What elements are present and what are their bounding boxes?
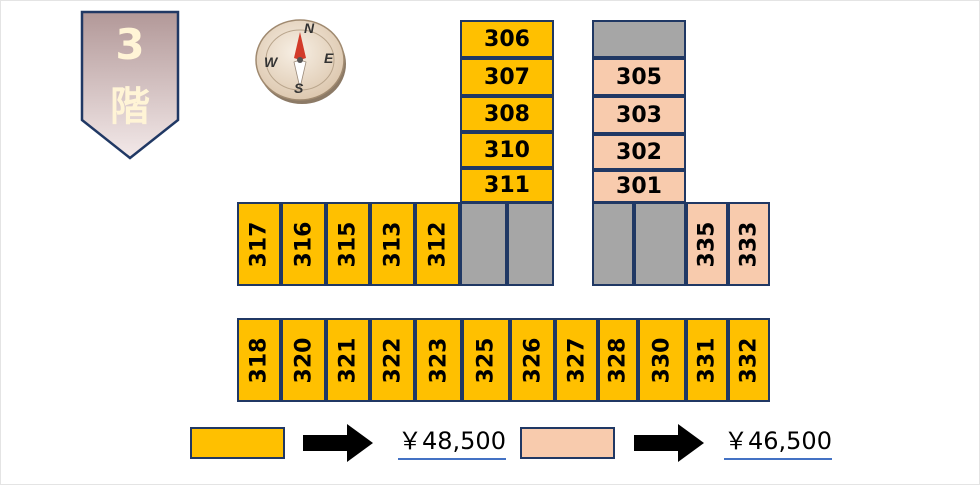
room-320[interactable]: 320 — [281, 318, 326, 402]
floor-unit: 階 — [110, 84, 150, 130]
room-333[interactable]: 333 — [728, 202, 770, 286]
room-316[interactable]: 316 — [281, 202, 326, 286]
room-321[interactable]: 321 — [326, 318, 370, 402]
room-306[interactable]: 306 — [460, 20, 554, 58]
room-302[interactable]: 302 — [592, 134, 686, 170]
room-323[interactable]: 323 — [415, 318, 462, 402]
room-315[interactable]: 315 — [326, 202, 370, 286]
legend-price-standard: ￥48,500 — [398, 426, 506, 460]
room-326[interactable]: 326 — [510, 318, 555, 402]
floor-badge: 3 階 — [80, 10, 180, 160]
room-330[interactable]: 330 — [638, 318, 686, 402]
compass-west-label: W — [264, 54, 278, 70]
room-335[interactable]: 335 — [686, 202, 728, 286]
room-310[interactable]: 310 — [460, 132, 554, 168]
room-313[interactable]: 313 — [370, 202, 415, 286]
floor-badge-shape — [80, 10, 180, 160]
room-328[interactable]: 328 — [598, 318, 638, 402]
compass-south-label: S — [294, 80, 304, 96]
room-305[interactable]: 305 — [592, 58, 686, 96]
legend-price-discount: ￥46,500 — [724, 426, 832, 460]
room-311[interactable]: 311 — [460, 168, 554, 203]
room-308[interactable]: 308 — [460, 96, 554, 132]
compass-icon: N S E W — [254, 14, 348, 106]
floor-number: 3 — [115, 20, 145, 69]
room-307[interactable]: 307 — [460, 58, 554, 96]
room-331[interactable]: 331 — [686, 318, 728, 402]
room-327[interactable]: 327 — [555, 318, 598, 402]
room-318[interactable]: 318 — [237, 318, 281, 402]
room-312[interactable]: 312 — [415, 202, 460, 286]
arrow-right-icon — [634, 424, 704, 462]
compass-east-label: E — [324, 50, 334, 66]
legend-swatch-discount — [520, 427, 615, 459]
arrow-right-icon — [303, 424, 373, 462]
unavailable-block — [592, 202, 634, 286]
compass-north-label: N — [304, 20, 315, 36]
legend-swatch-standard — [190, 427, 285, 459]
unavailable-block — [592, 20, 686, 58]
unavailable-block — [507, 202, 554, 286]
unavailable-block — [460, 202, 507, 286]
room-325[interactable]: 325 — [462, 318, 510, 402]
room-317[interactable]: 317 — [237, 202, 281, 286]
room-301[interactable]: 301 — [592, 170, 686, 203]
room-322[interactable]: 322 — [370, 318, 415, 402]
room-332[interactable]: 332 — [728, 318, 770, 402]
room-303[interactable]: 303 — [592, 96, 686, 134]
unavailable-block — [634, 202, 686, 286]
